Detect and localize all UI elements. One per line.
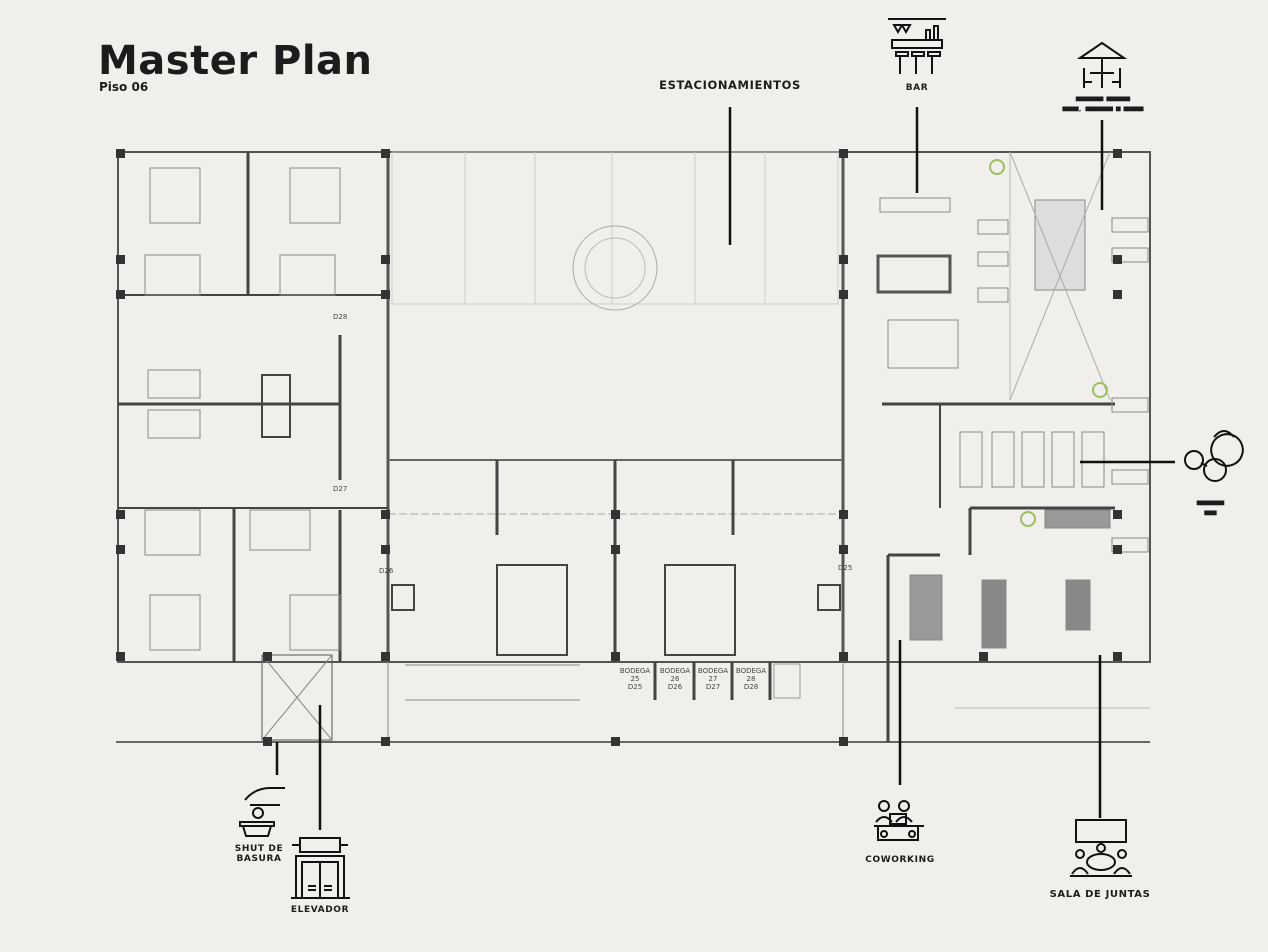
storage-number: 25 <box>631 675 640 683</box>
meeting-room-label: SALA DE JUNTAS <box>1049 889 1151 900</box>
storage-door: D27 <box>706 683 720 691</box>
gym-kettlebell-dumbbell-icon <box>1184 430 1244 482</box>
storage-name: BODEGA <box>620 667 650 675</box>
parking-label: ESTACIONAMIENTOS <box>659 78 801 92</box>
storage-labels: BODEGA 25 D25 BODEGA 26 D26 BODEGA 27 D2… <box>620 667 766 691</box>
leader-lines <box>275 107 1175 830</box>
garbage-chute-label: SHUT DE BASURA <box>234 844 284 864</box>
page-title: Master Plan <box>98 38 373 84</box>
coworking-label: COWORKING <box>865 855 935 865</box>
storage-number: 26 <box>671 675 680 683</box>
door-label: D27 <box>333 485 347 493</box>
storage-number: 27 <box>709 675 718 683</box>
storage-name: BODEGA <box>736 667 766 675</box>
floor-subtitle: Piso 06 <box>99 80 149 94</box>
meeting-room-icon <box>1070 819 1132 877</box>
storage-name: BODEGA <box>698 667 728 675</box>
storage-number: 28 <box>747 675 756 683</box>
elevator-label: ELEVADOR <box>290 905 350 915</box>
plan-outline <box>116 151 1151 743</box>
bar-icon <box>888 18 946 74</box>
garbage-chute-icon <box>239 787 285 837</box>
elevator-icon <box>291 837 350 899</box>
door-label: D26 <box>379 567 394 575</box>
structural-columns <box>116 149 1122 746</box>
terrace-umbrella-icon <box>1076 41 1128 88</box>
gym-label: ■■■■■■■ ■■■ <box>1196 498 1225 517</box>
coworking-icon <box>874 800 924 841</box>
storage-door: D28 <box>744 683 758 691</box>
storage-name: BODEGA <box>660 667 690 675</box>
door-label: D28 <box>333 313 347 321</box>
door-label: D25 <box>838 564 852 572</box>
storage-door: D26 <box>668 683 683 691</box>
terrace-label: ■■■■■■■ ■■■■■■ ■■■■, ■■■■■■■ ■ ■■■■■ <box>1062 94 1143 113</box>
storage-door: D25 <box>628 683 642 691</box>
bar-label: BAR <box>905 83 929 93</box>
